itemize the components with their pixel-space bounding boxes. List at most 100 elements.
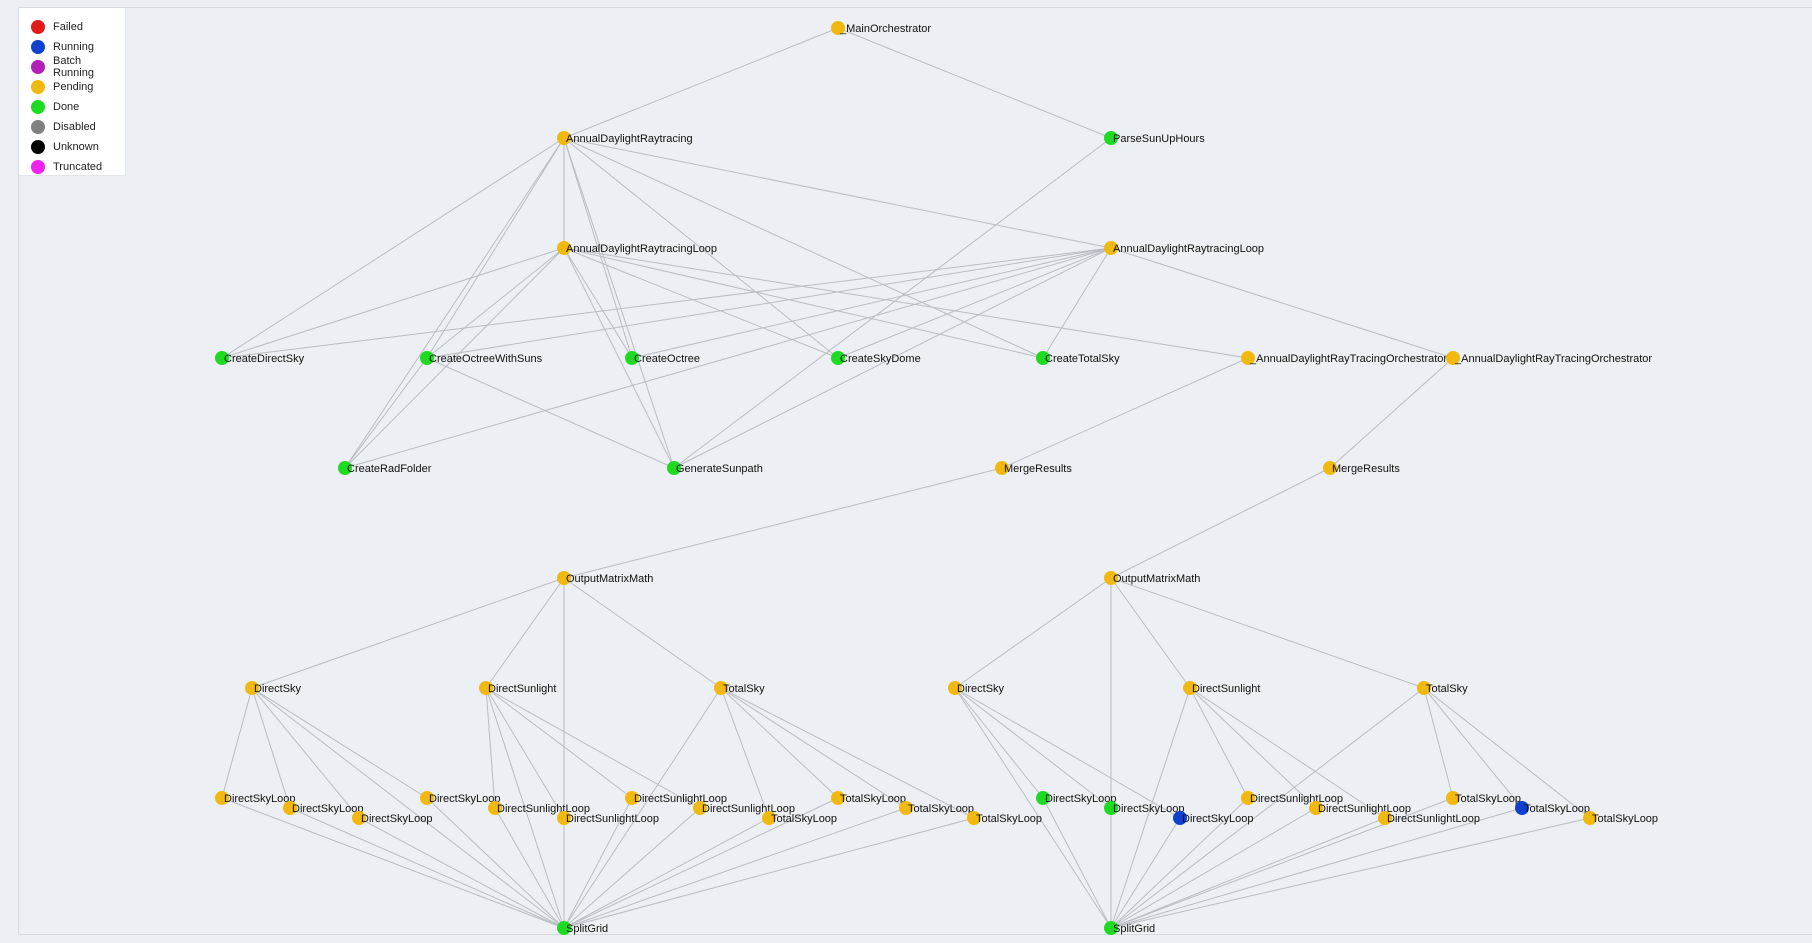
graph-node-dsl2a[interactable]: DirectSkyLoop <box>1036 791 1117 805</box>
graph-node-csd[interactable]: CreateSkyDome <box>831 351 921 365</box>
graph-node-omm1[interactable]: OutputMatrixMath <box>557 571 653 585</box>
graph-node-adrl1[interactable]: AnnualDaylightRaytracingLoop <box>557 241 717 255</box>
edge-ds2-sg2 <box>954 687 1112 929</box>
graph-node-dsl1d[interactable]: DirectSkyLoop <box>420 791 501 805</box>
pending-node-dot-icon[interactable] <box>1104 571 1118 585</box>
pending-node-dot-icon[interactable] <box>1241 791 1255 805</box>
graph-node-mr1[interactable]: MergeResults <box>995 461 1072 475</box>
pending-node-dot-icon[interactable] <box>967 811 981 825</box>
graph-node-dsl2c[interactable]: DirectSkyLoop <box>1173 811 1254 825</box>
pending-node-dot-icon[interactable] <box>899 801 913 815</box>
done-node-dot-icon[interactable] <box>831 351 845 365</box>
done-node-dot-icon[interactable] <box>1104 801 1118 815</box>
graph-node-dsl1c[interactable]: DirectSkyLoop <box>352 811 433 825</box>
done-node-dot-icon[interactable] <box>1104 921 1118 935</box>
graph-node-dsl1b[interactable]: DirectSkyLoop <box>283 801 364 815</box>
done-node-dot-icon[interactable] <box>1036 351 1050 365</box>
running-node-dot-icon[interactable] <box>1515 801 1529 815</box>
pending-node-dot-icon[interactable] <box>479 681 493 695</box>
pending-node-dot-icon[interactable] <box>283 801 297 815</box>
graph-node-tsl1b[interactable]: TotalSkyLoop <box>762 811 837 825</box>
done-node-dot-icon[interactable] <box>338 461 352 475</box>
pending-node-dot-icon[interactable] <box>557 241 571 255</box>
pending-node-dot-icon[interactable] <box>1183 681 1197 695</box>
pending-node-dot-icon[interactable] <box>1323 461 1337 475</box>
graph-node-co[interactable]: CreateOctree <box>625 351 700 365</box>
graph-node-psh[interactable]: ParseSunUpHours <box>1104 131 1205 145</box>
graph-node-tsl2a[interactable]: TotalSkyLoop <box>1446 791 1521 805</box>
graph-node-main[interactable]: _MainOrchestrator <box>831 21 931 35</box>
running-node-dot-icon[interactable] <box>1173 811 1187 825</box>
pending-node-dot-icon[interactable] <box>831 791 845 805</box>
graph-node-tsl2b[interactable]: TotalSkyLoop <box>1515 801 1590 815</box>
graph-node-crf[interactable]: CreateRadFolder <box>338 461 432 475</box>
graph-node-mr2[interactable]: MergeResults <box>1323 461 1400 475</box>
done-node-dot-icon[interactable] <box>625 351 639 365</box>
graph-node-dsul1b[interactable]: DirectSunlightLoop <box>557 811 659 825</box>
pending-node-dot-icon[interactable] <box>625 791 639 805</box>
graph-node-cts[interactable]: CreateTotalSky <box>1036 351 1120 365</box>
graph-node-cds[interactable]: CreateDirectSky <box>215 351 305 365</box>
node-label: DirectSunlight <box>488 683 556 695</box>
graph-node-tsl1a[interactable]: TotalSkyLoop <box>831 791 906 805</box>
graph-node-dsul2c[interactable]: DirectSunlightLoop <box>1378 811 1480 825</box>
pending-node-dot-icon[interactable] <box>557 571 571 585</box>
pending-node-dot-icon[interactable] <box>557 131 571 145</box>
edge-tsl2c-sg2 <box>1110 817 1591 929</box>
pending-node-dot-icon[interactable] <box>1446 791 1460 805</box>
pending-node-dot-icon[interactable] <box>762 811 776 825</box>
pending-node-dot-icon[interactable] <box>1417 681 1431 695</box>
pending-node-dot-icon[interactable] <box>488 801 502 815</box>
pending-node-dot-icon[interactable] <box>948 681 962 695</box>
graph-node-cows[interactable]: CreateOctreeWithSuns <box>420 351 543 365</box>
pending-node-dot-icon[interactable] <box>1378 811 1392 825</box>
done-node-dot-icon[interactable] <box>420 351 434 365</box>
pending-node-dot-icon[interactable] <box>714 681 728 695</box>
pending-node-dot-icon[interactable] <box>1583 811 1597 825</box>
graph-node-orch2[interactable]: _AnnualDaylightRayTracingOrchestrator <box>1446 351 1652 365</box>
pending-node-dot-icon[interactable] <box>1446 351 1460 365</box>
done-node-dot-icon[interactable] <box>667 461 681 475</box>
graph-node-dsun2[interactable]: DirectSunlight <box>1183 681 1260 695</box>
pending-node-dot-icon[interactable] <box>215 791 229 805</box>
pending-node-dot-icon[interactable] <box>1104 241 1118 255</box>
pending-node-dot-icon[interactable] <box>352 811 366 825</box>
graph-node-sg1[interactable]: SplitGrid <box>557 921 608 935</box>
pending-node-dot-icon[interactable] <box>831 21 845 35</box>
graph-node-tsl1d[interactable]: TotalSkyLoop <box>967 811 1042 825</box>
graph-node-dsl1a[interactable]: DirectSkyLoop <box>215 791 296 805</box>
edge-dsun2-dsul2a <box>1189 687 1249 799</box>
edge-dsul2a-sg2 <box>1110 797 1249 929</box>
pending-node-dot-icon[interactable] <box>420 791 434 805</box>
done-node-dot-icon[interactable] <box>557 921 571 935</box>
graph-node-tsl2c[interactable]: TotalSkyLoop <box>1583 811 1658 825</box>
graph-node-gsp[interactable]: GenerateSunpath <box>667 461 763 475</box>
graph-node-dsl2b[interactable]: DirectSkyLoop <box>1104 801 1185 815</box>
graph-node-dsul2a[interactable]: DirectSunlightLoop <box>1241 791 1343 805</box>
edge-omm2-ts2 <box>1110 577 1425 689</box>
done-node-dot-icon[interactable] <box>1036 791 1050 805</box>
graph-node-omm2[interactable]: OutputMatrixMath <box>1104 571 1200 585</box>
legend-item-running: Running <box>19 37 125 57</box>
done-node-dot-icon[interactable] <box>215 351 229 365</box>
graph-node-ds2[interactable]: DirectSky <box>948 681 1005 695</box>
graph-node-dsul1c[interactable]: DirectSunlightLoop <box>625 791 727 805</box>
pending-node-dot-icon[interactable] <box>1241 351 1255 365</box>
graph-node-dsun1[interactable]: DirectSunlight <box>479 681 556 695</box>
graph-node-ts1[interactable]: TotalSky <box>714 681 765 695</box>
pending-node-dot-icon[interactable] <box>245 681 259 695</box>
pending-node-dot-icon[interactable] <box>1309 801 1323 815</box>
graph-node-tsl1c[interactable]: TotalSkyLoop <box>899 801 974 815</box>
pending-node-dot-icon[interactable] <box>557 811 571 825</box>
pending-node-dot-icon[interactable] <box>995 461 1009 475</box>
graph-node-sg2[interactable]: SplitGrid <box>1104 921 1155 935</box>
graph-node-ds1[interactable]: DirectSky <box>245 681 302 695</box>
graph-node-adr[interactable]: AnnualDaylightRaytracing <box>557 131 693 145</box>
graph-node-adrl2[interactable]: AnnualDaylightRaytracingLoop <box>1104 241 1264 255</box>
graph-node-orch1[interactable]: _AnnualDaylightRayTracingOrchestrator <box>1241 351 1447 365</box>
edge-ts1-tsl1d <box>720 687 975 819</box>
pending-node-dot-icon[interactable] <box>693 801 707 815</box>
graph-node-ts2[interactable]: TotalSky <box>1417 681 1468 695</box>
done-node-dot-icon[interactable] <box>1104 131 1118 145</box>
